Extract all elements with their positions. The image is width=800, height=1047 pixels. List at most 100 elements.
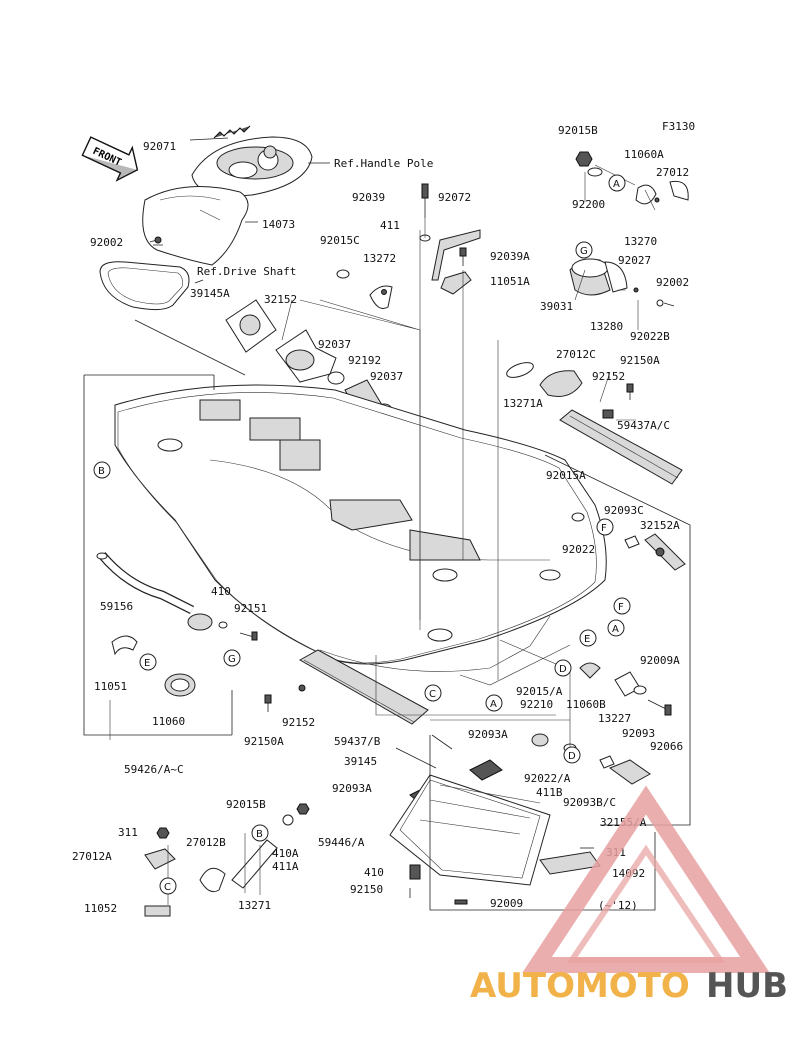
svg-text:C: C (429, 689, 436, 700)
watermark-brand-second: HUB (706, 966, 788, 1006)
ref-handle-pole: Ref.Handle Pole (334, 157, 433, 170)
part-411B: 411B (536, 786, 563, 799)
part-59437AC: 59437A/C (617, 419, 670, 432)
part-11060: 11060 (152, 715, 185, 728)
svg-text:B: B (98, 466, 105, 477)
callout-D-2: D (563, 746, 581, 764)
callout-A-1: A (608, 174, 626, 192)
callout-C-1: C (424, 684, 442, 702)
part-27012B: 27012B (186, 836, 226, 849)
part-92152-top: 92152 (592, 370, 625, 383)
watermark-brand-first: AUTOMOTO (470, 966, 690, 1006)
part-92150: 92150 (350, 883, 383, 896)
part-92015-A: 92015/A (516, 685, 563, 698)
right-upper-parts (506, 362, 683, 485)
part-92009: 92009 (490, 897, 523, 910)
part-14073: 14073 (262, 218, 295, 231)
svg-text:D: D (559, 664, 567, 675)
part-92002-right: 92002 (656, 276, 689, 289)
part-39031: 39031 (540, 300, 573, 313)
part-13271: 13271 (238, 899, 271, 912)
part-92210: 92210 (520, 698, 553, 711)
part-92150A-mid: 92150A (244, 735, 284, 748)
part-11060B: 11060B (566, 698, 606, 711)
part-32152: 32152 (264, 293, 297, 306)
part-411: 411 (380, 219, 400, 232)
callout-D-1: D (554, 659, 572, 677)
callout-circles: A A A B B C C D D E E F F G G (93, 174, 631, 895)
callout-F-1: F (596, 518, 614, 536)
part-labels: 92071 Ref.Handle Pole 14073 92002 Ref.Dr… (72, 124, 689, 915)
svg-text:E: E (584, 634, 590, 645)
part-92152-mid: 92152 (282, 716, 315, 729)
part-59446A: 59446/A (318, 836, 365, 849)
callout-C-2: C (159, 877, 177, 895)
middle-rail (264, 649, 429, 725)
part-410-b: 410 (364, 866, 384, 879)
svg-text:G: G (580, 246, 588, 257)
svg-text:A: A (613, 179, 620, 190)
part-311-left: 311 (118, 826, 138, 839)
svg-text:C: C (164, 882, 171, 893)
part-92192: 92192 (348, 354, 381, 367)
callout-E-2: E (139, 653, 157, 671)
svg-text:A: A (490, 699, 497, 710)
part-11051A: 11051A (490, 275, 530, 288)
callout-A-2: A (607, 619, 625, 637)
right-middle-parts (531, 512, 686, 785)
svg-text:B: B (256, 829, 263, 840)
part-13280: 13280 (590, 320, 623, 333)
part-92039: 92039 (352, 191, 385, 204)
part-59156: 59156 (100, 600, 133, 613)
callout-G-1: G (575, 241, 593, 259)
part-39145: 39145 (344, 755, 377, 768)
part-92002-left: 92002 (90, 236, 123, 249)
part-13272: 13272 (363, 252, 396, 265)
part-92039A: 92039A (490, 250, 530, 263)
part-92072: 92072 (438, 191, 471, 204)
callout-B-1: B (93, 461, 111, 479)
ref-drive-shaft: Ref.Drive Shaft (197, 265, 296, 278)
part-92015A: 92015A (546, 469, 586, 482)
part-27012C: 27012C (556, 348, 596, 361)
svg-text:F: F (618, 602, 624, 613)
part-92022: 92022 (562, 543, 595, 556)
part-92009A: 92009A (640, 654, 680, 667)
part-27012A: 27012A (72, 850, 112, 863)
part-59426: 59426/A~C (124, 763, 184, 776)
part-92027: 92027 (618, 254, 651, 267)
part-11051: 11051 (94, 680, 127, 693)
part-92200: 92200 (572, 198, 605, 211)
part-32152A: 32152A (640, 519, 680, 532)
part-11060A: 11060A (624, 148, 664, 161)
callout-A-3: A (485, 694, 503, 712)
part-92093: 92093 (622, 727, 655, 740)
part-92015C: 92015C (320, 234, 360, 247)
svg-text:F: F (601, 523, 607, 534)
top-right-cluster (569, 151, 689, 307)
part-92071: 92071 (143, 140, 176, 153)
part-27012: 27012 (656, 166, 689, 179)
callout-F-2: F (613, 597, 631, 615)
hull-body (114, 384, 607, 686)
part-92093B-C: 92093B/C (563, 796, 616, 809)
handle-pole-assembly (99, 125, 313, 311)
part-92037-a: 92037 (318, 338, 351, 351)
part-92022-A: 92022/A (524, 772, 571, 785)
part-410-a: 410 (211, 585, 231, 598)
callout-E-1: E (579, 629, 597, 647)
part-92093A-a: 92093A (468, 728, 508, 741)
part-92093C: 92093C (604, 504, 644, 517)
svg-text:E: E (144, 658, 150, 669)
callout-G-2: G (223, 649, 241, 667)
part-92066: 92066 (650, 740, 683, 753)
part-59437B: 59437/B (334, 735, 381, 748)
part-92150A-top: 92150A (620, 354, 660, 367)
part-13227: 13227 (598, 712, 631, 725)
part-411A: 411A (272, 860, 299, 873)
svg-text:G: G (228, 654, 236, 665)
part-92015B-bottom: 92015B (226, 798, 266, 811)
front-arrow-icon: FRONT (81, 136, 139, 182)
part-92015B-top: 92015B (558, 124, 598, 137)
